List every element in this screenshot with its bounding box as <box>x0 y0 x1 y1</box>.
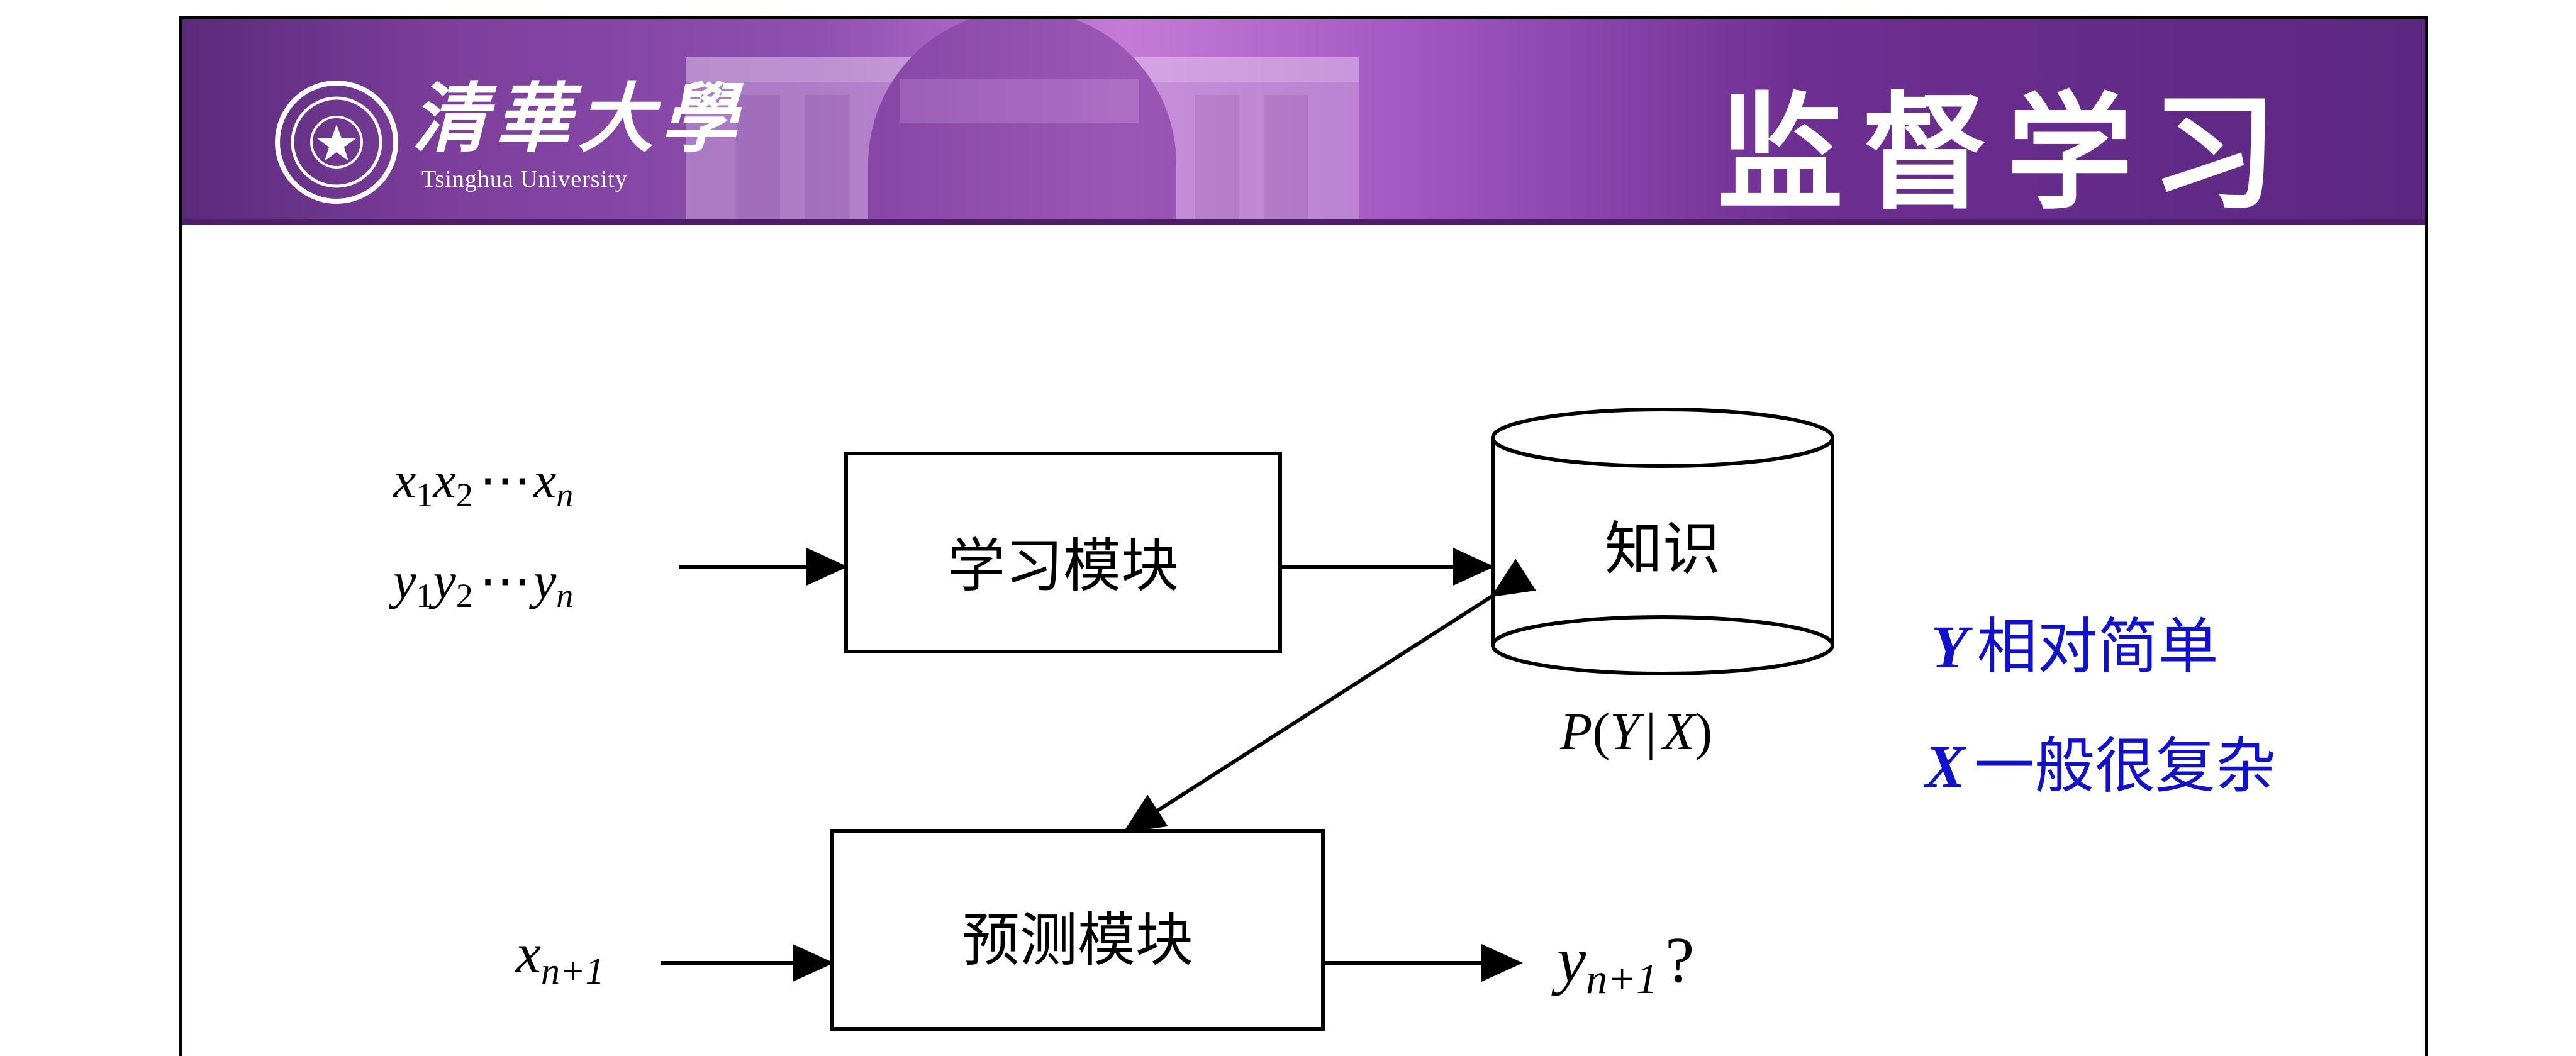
knowledge-label: 知识 <box>1605 515 1720 582</box>
input-x-sequence: x1x2⋯xn <box>393 452 573 514</box>
prediction-module-label: 预测模块 <box>962 906 1193 974</box>
input-y-sub2: 2 <box>456 577 473 614</box>
output-var: y <box>1551 924 1586 996</box>
output-label: yn+1? <box>1551 924 1694 1003</box>
input-y-var: y <box>389 552 416 609</box>
input-x-subn: n <box>556 476 573 514</box>
new-input-label: xn+1 <box>515 923 604 992</box>
input-x-var-n: x <box>533 452 556 509</box>
prob-x: X <box>1661 703 1697 761</box>
input-x-sub1: 1 <box>416 476 433 514</box>
new-input-sub: n+1 <box>541 950 605 992</box>
prob-y: Y <box>1610 703 1644 761</box>
prob-close: ) <box>1695 703 1712 761</box>
note-x-text: 一般很复杂 <box>1974 731 2276 801</box>
input-y-sequence: y1y2⋯yn <box>389 552 573 614</box>
note-y-letter: Y <box>1931 613 1973 681</box>
input-x-var-2: x <box>432 452 455 509</box>
new-input-var: x <box>515 923 541 985</box>
probability-label: P(Y|X) <box>1559 703 1712 761</box>
slide: 清華大學 Tsinghua University 监督学习 x1x2⋯xn y1… <box>179 16 2428 1056</box>
input-y-dots: ⋯ <box>479 552 531 609</box>
input-x-dots: ⋯ <box>479 452 531 509</box>
input-x-sub2: 2 <box>456 476 473 514</box>
prob-bar: | <box>1646 703 1656 761</box>
output-question: ? <box>1665 924 1694 996</box>
note-x-letter: X <box>1923 733 1966 800</box>
output-sub: n+1 <box>1586 955 1658 1003</box>
prob-p: P <box>1559 703 1592 761</box>
input-x-var: x <box>393 452 416 509</box>
learning-module-label: 学习模块 <box>947 532 1179 599</box>
input-y-var-n: y <box>529 552 557 609</box>
input-y-var-2: y <box>428 552 456 609</box>
prob-open: ( <box>1592 703 1610 761</box>
supervised-learning-diagram: x1x2⋯xn y1y2⋯yn 学习模块 知识 P(Y|X) xn+1 <box>182 19 2425 1056</box>
input-y-sub1: 1 <box>416 577 433 614</box>
note-y-text: 相对简单 <box>1977 611 2219 682</box>
input-y-subn: n <box>556 577 573 614</box>
